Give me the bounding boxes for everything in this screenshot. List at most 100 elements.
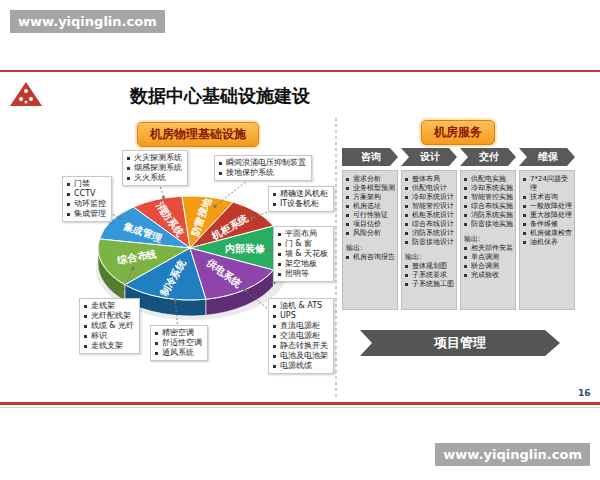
node-text: 完成验收 [464, 271, 513, 280]
logo [10, 82, 42, 106]
node-text: 交付 [479, 150, 499, 164]
node-text: 机房物理基础设施 [150, 126, 246, 143]
node-text: 线缆 & 光纤 [84, 321, 134, 331]
node-text: 消防系统设计 [405, 229, 454, 238]
node-text: 制冷系统 [159, 258, 188, 298]
shape-fill [519, 148, 575, 166]
leader-line [245, 290, 267, 308]
node-text: 电池及电池架 [273, 351, 328, 361]
node-text: 7*24问题受理 [523, 175, 572, 193]
node-text: 门 & 窗 [278, 239, 328, 249]
phase-column: 供配电实施冷却系统实施智能管控实施综合布线实施消防系统实施防雷接地实施输出:相关… [460, 170, 516, 310]
node-text: 架空地板 [278, 259, 328, 269]
leader-dot [213, 205, 216, 208]
node-text: 整体布局 [405, 175, 454, 184]
pie-segment-label: 内部装修 [225, 243, 265, 254]
node-text: 防雷接地 [189, 197, 213, 238]
node-text: 标识 [84, 331, 134, 341]
leader-dot [243, 289, 246, 292]
node-text: 油机 & ATS [273, 301, 328, 311]
pie-segment-label: 防雷接地 [189, 197, 213, 238]
phase-column: 7*24问题受理技术咨询一般故障处理重大故障处理备件维修机房健康检查油机保养 [519, 170, 575, 310]
callout-box: 门禁CCTV动环监控集成管理 [62, 176, 112, 222]
node-text: 机房选址 [346, 202, 395, 211]
output-heading: 输出: [346, 244, 395, 253]
watermark: www.yiqinglin.com [10, 10, 165, 33]
node-text: 一般故障处理 [523, 202, 572, 211]
node-text: 光纤配线架 [84, 311, 134, 321]
node-text: 业务模型预测 [346, 184, 395, 193]
leader-dot [174, 298, 177, 301]
node-text: 综合布线实施 [464, 202, 513, 211]
phase-chevron: 咨询 [342, 148, 398, 166]
pie-slice [190, 248, 273, 299]
node-text: 机房咨询报告 [346, 253, 395, 262]
node-text: 走线支架 [84, 341, 134, 351]
node-text: 平面布局 [278, 229, 328, 239]
node-text: 供电系统 [204, 256, 243, 289]
node-text: 电源线缆 [273, 361, 328, 371]
section-header: 机房物理基础设施 [137, 122, 259, 147]
callout-box: 平面布局门 & 窗墙 & 天花板架空地板照明等 [273, 226, 334, 282]
callout-box: 火灾探测系统烟感探测系统灭火系统 [122, 150, 188, 186]
node-text: 智能管控实施 [464, 193, 513, 202]
shape-fill [360, 330, 560, 356]
node-text: 需求分析 [346, 175, 395, 184]
callout-box: 走线架光纤配线架线缆 & 光纤标识走线支架 [79, 298, 140, 354]
phase-chevron: 交付 [460, 148, 516, 166]
node-text: 舒适性空调 [155, 338, 202, 348]
callout-box: 精确送风机柜IT设备机柜 [268, 186, 334, 212]
leader-line [175, 300, 177, 324]
section-header: 机房服务 [421, 120, 495, 145]
leader-dot [251, 216, 254, 219]
node-text: 防雷接地设计 [405, 238, 454, 247]
page-number: 16 [578, 388, 591, 398]
node-text: 风险分析 [346, 229, 395, 238]
node-text: 单点调测 [464, 253, 513, 262]
leader-dot [131, 267, 134, 270]
node-text: 机房健康检查 [523, 229, 572, 238]
node-text: 供配电实施 [464, 175, 513, 184]
node-text: 动环监控 [67, 199, 106, 209]
node-text: 技术咨询 [523, 193, 572, 202]
node-text: 项目管理 [434, 334, 486, 352]
callout-box: 油机 & ATSUPS直流电源柜交流电源柜静态转换开关电池及电池架电源线缆 [268, 298, 334, 374]
pie-segment-label: 综合布线 [117, 248, 158, 266]
node-text: 机房服务 [434, 124, 482, 141]
node-text: 综合布线 [117, 248, 158, 266]
node-text: 子系统施工图 [405, 280, 454, 289]
top-rule [0, 70, 600, 72]
node-text: 集成管理 [122, 220, 163, 243]
node-text: 供配电设计 [405, 184, 454, 193]
node-text: 接地保护系统 [219, 168, 306, 178]
node-text: 重大故障处理 [523, 211, 572, 220]
node-text: 设计 [420, 150, 440, 164]
leader-dot [118, 217, 121, 220]
leader-line [215, 182, 245, 206]
node-text: 门禁 [67, 179, 106, 189]
leader-dot [266, 249, 269, 252]
node-text: 冷却系统设计 [405, 193, 454, 202]
leader-line [252, 212, 267, 218]
node-text: 咨询 [361, 150, 381, 164]
node-text: 瞬间浪涌电压抑制装置 [219, 158, 306, 168]
node-text: 相关部件安装 [464, 244, 513, 253]
output-heading: 输出: [405, 253, 454, 262]
node-text: 精密空调 [155, 328, 202, 338]
node-text: 项目估价 [346, 220, 395, 229]
pie-segment-label: 集成管理 [122, 220, 163, 243]
divider [336, 118, 337, 398]
node-text: 集成管理 [67, 209, 106, 219]
project-band: 项目管理 [360, 330, 560, 356]
node-text: 防雷接地实施 [464, 220, 513, 229]
node-text: 交流电源柜 [273, 331, 328, 341]
node-text: 冷却系统实施 [464, 184, 513, 193]
pie-segment-label: 供电系统 [204, 256, 243, 289]
node-text: 通风系统 [155, 348, 202, 358]
node-text: UPS [273, 311, 328, 321]
bottom-rule [0, 402, 600, 405]
node-text: IT设备机柜 [273, 199, 328, 209]
leader-dot [162, 196, 165, 199]
node-text: CCTV [67, 189, 106, 199]
node-text: 备件维修 [523, 220, 572, 229]
